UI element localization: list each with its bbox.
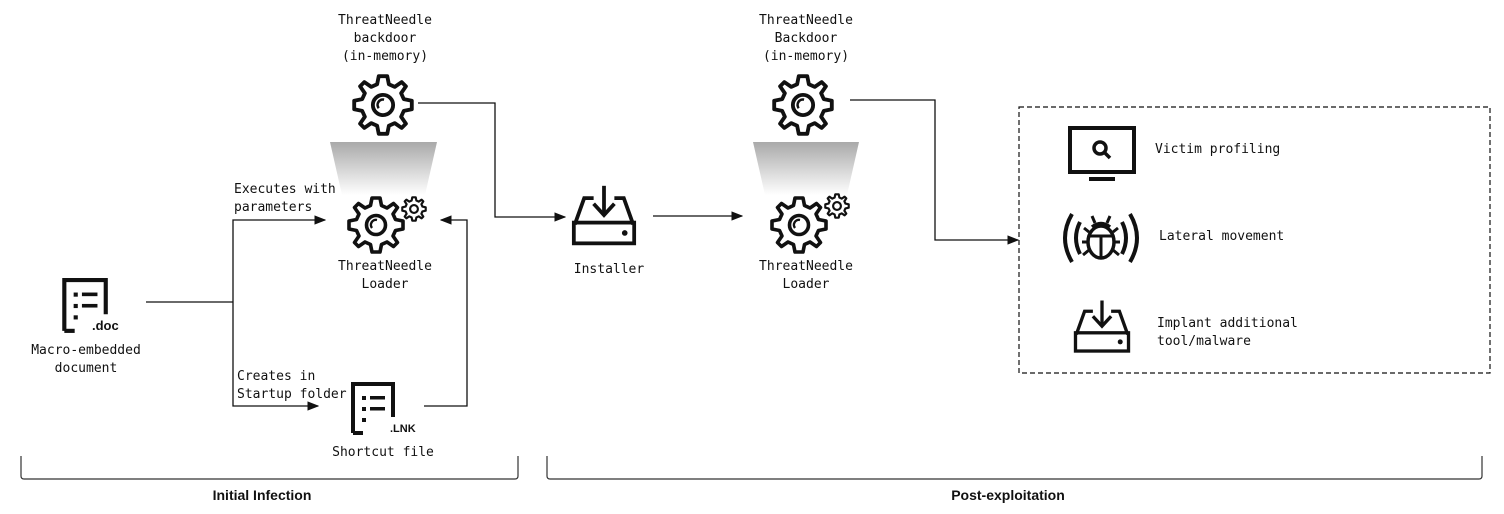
post-actions-box — [1018, 106, 1491, 374]
section-initial-infection: Initial Infection — [212, 487, 312, 503]
gear-icon-backdoor-2 — [772, 74, 834, 136]
brace-post-exploitation — [546, 456, 1483, 480]
edge-creates — [232, 302, 320, 411]
gear-icon-backdoor-1 — [352, 74, 414, 136]
funnel-2 — [753, 142, 859, 195]
edge-executes-label: Executes with parameters — [234, 182, 336, 215]
installer-icon — [574, 186, 634, 244]
lnk-extension: .LNK — [390, 423, 416, 435]
backdoor-1-label: ThreatNeedle backdoor (in-memory) — [338, 13, 432, 64]
loader-1-label: ThreatNeedle Loader — [338, 259, 432, 292]
loader-2-label: ThreatNeedle Loader — [759, 259, 853, 292]
section-post-exploitation: Post-exploitation — [951, 487, 1065, 503]
download-tray-icon — [1073, 298, 1131, 353]
action-lateral-movement: Lateral movement — [1159, 229, 1285, 244]
backdoor-2-label: ThreatNeedle Backdoor (in-memory) — [759, 13, 853, 64]
edge-backdoor1-to-installer — [418, 102, 567, 222]
edge-lnk-to-loader — [424, 215, 468, 407]
brace-initial-infection — [20, 456, 519, 480]
gear-icon-loader-2 — [770, 193, 850, 254]
edge-creates-label: Creates in Startup folder — [237, 369, 347, 402]
doc-extension: .doc — [92, 318, 119, 333]
edge-executes — [232, 215, 327, 302]
bug-broadcast-icon — [1063, 212, 1139, 264]
action-implant-tools: Implant additional tool/malware — [1157, 316, 1298, 349]
edge-backdoor2-to-actions — [850, 99, 1020, 245]
lnk-node-label: Shortcut file — [332, 445, 434, 460]
action-victim-profiling: Victim profiling — [1155, 142, 1281, 157]
gear-icon-loader-1 — [347, 196, 427, 254]
lnk-node-icon — [351, 382, 395, 435]
funnel-1 — [330, 142, 437, 195]
installer-label: Installer — [573, 262, 645, 277]
doc-node-label: Macro-embedded document — [31, 343, 141, 376]
monitor-search-icon — [1068, 126, 1136, 181]
